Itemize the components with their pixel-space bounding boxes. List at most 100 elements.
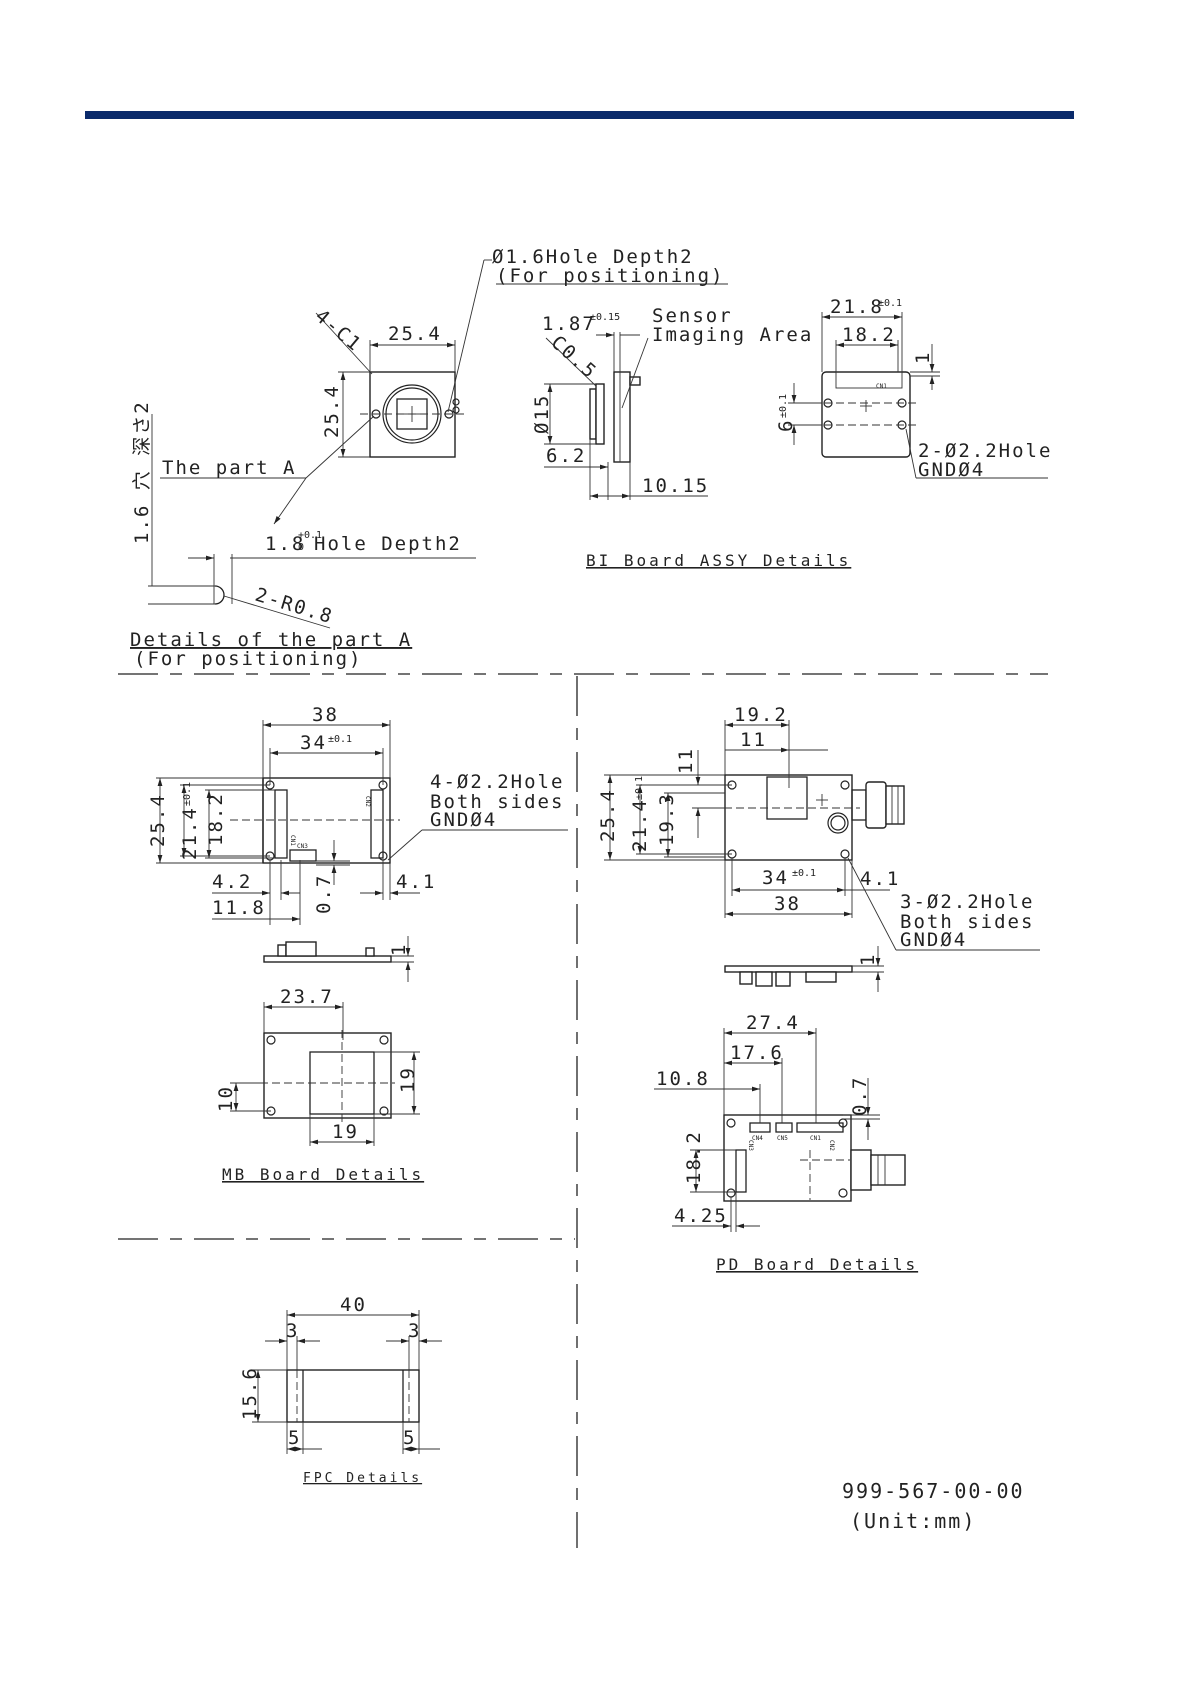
unit-note: (Unit:mm) [850, 1509, 976, 1533]
tol-1-8-up: +0.1 [298, 530, 322, 541]
pd-dim-17-6: 17.6 [730, 1042, 784, 1064]
part-number: 999-567-00-00 [842, 1479, 1025, 1503]
callout-part-a: The part A [162, 457, 296, 479]
callout-r0-8: 2-R0.8 [253, 584, 337, 629]
dim-1-87: 1.87 [542, 313, 596, 335]
pd-dim-11-h: 11 [675, 747, 697, 774]
mb-cn3-label: CN3 [297, 843, 308, 850]
fpc-dim-3-right: 3 [408, 1320, 421, 1342]
pd-dim-1: 1 [857, 953, 879, 966]
chamfer-4-c1: 4-C1 [311, 305, 366, 356]
mb-board-top: CN1 CN2 CN3 38 34 ±0.1 25.4 21.4 ±0.1 18… [147, 704, 568, 925]
pd-gnd-callout: GNDØ4 [900, 929, 967, 951]
pd-dim-27-4: 27.4 [746, 1012, 800, 1034]
dim-1-top: 1 [912, 351, 934, 364]
mb-dim-21-4: 21.4 [179, 806, 201, 860]
callout-for-positioning: (For positioning) [496, 265, 724, 287]
dim-25-4-height: 25.4 [321, 384, 343, 438]
bi-back-view: CN1 21.8 ±0.1 18.2 1 6 ±0.1 2-Ø2.2Hole G… [586, 296, 1050, 570]
dim-6: 6 [775, 419, 797, 432]
pd-dim-10-8: 10.8 [656, 1068, 710, 1090]
mb-dim-4-2: 4.2 [212, 871, 252, 893]
tol-21-8: ±0.1 [878, 298, 902, 309]
callout-c0-5: C0.5 [547, 331, 602, 383]
dim-6-2: 6.2 [546, 445, 586, 467]
mb-both-callout: Both sides [430, 791, 564, 813]
pd-dim-0-7: 0.7 [849, 1076, 871, 1116]
dim-25-4-width: 25.4 [388, 323, 442, 345]
pd-both-callout: Both sides [900, 911, 1034, 933]
mb-dim-38: 38 [312, 704, 339, 726]
pd-cn5-label: CN5 [777, 1135, 788, 1142]
fpc-view: 40 3 3 15.6 5 5 FPC Details [239, 1294, 442, 1486]
mb-dim-10: 10 [215, 1085, 237, 1112]
caption-pd-board: PD Board Details [716, 1255, 918, 1274]
pd-dim-4-25: 4.25 [674, 1205, 728, 1227]
mb-dim-25-4: 25.4 [147, 793, 169, 847]
mb-hole-callout: 4-Ø2.2Hole [430, 771, 564, 793]
pd-tol-34: ±0.1 [792, 868, 816, 879]
part-a-detail: 1.8 +0.1 0 Hole Depth2 2-R0.8 Details of… [130, 530, 476, 670]
pd-hole-callout: 3-Ø2.2Hole [900, 891, 1034, 913]
pd-dim-4-1: 4.1 [860, 868, 900, 890]
dim-21-8: 21.8 [830, 296, 884, 318]
callout-hole-1-8: Hole Depth2 [314, 533, 462, 555]
caption-details-part-a: Details of the part A [130, 629, 412, 651]
pd-dim-25-4: 25.4 [597, 788, 619, 842]
dim-diameter-15: Ø15 [531, 394, 553, 434]
pd-dim-11-w: 11 [740, 729, 767, 751]
pd-dim-34: 34 [762, 867, 789, 889]
mb-dim-4-1: 4.1 [396, 871, 436, 893]
fpc-dim-40: 40 [340, 1294, 367, 1316]
drawing-footer: 999-567-00-00 (Unit:mm) [842, 1479, 1025, 1533]
pd-cn4-label: CN4 [752, 1135, 763, 1142]
fpc-dim-3-left: 3 [286, 1320, 299, 1342]
vertical-note-text: 1.6 穴 深さ2 [131, 400, 153, 544]
pd-dim-18-2: 18.2 [683, 1130, 705, 1184]
tol-1-87: ±0.15 [590, 312, 620, 323]
callout-sensor: Sensor [652, 305, 733, 327]
pd-cn2-label: CN2 [828, 1140, 835, 1151]
tol-1-8-low: 0 [298, 542, 304, 553]
bi-cn1-label: CN1 [876, 383, 887, 390]
header-bar [85, 111, 1074, 119]
pd-dim-19-2: 19.2 [734, 704, 788, 726]
mb-dim-34: 34 [300, 732, 327, 754]
mb-dim-19-h: 19 [397, 1066, 419, 1093]
fpc-dim-5-right: 5 [403, 1427, 416, 1449]
mb-cn1-label: CN1 [289, 835, 296, 846]
mb-dim-19-w: 19 [332, 1121, 359, 1143]
mb-gnd-callout: GNDØ4 [430, 809, 497, 831]
dim-10-15: 10.15 [642, 475, 709, 497]
caption-for-positioning: (For positioning) [134, 648, 362, 670]
mb-dim-23-7: 23.7 [280, 986, 334, 1008]
caption-fpc: FPC Details [303, 1471, 422, 1486]
caption-mb-board: MB Board Details [222, 1165, 424, 1184]
pd-board-bottom: CN4 CN5 CN1 CN3 CN2 27.4 17.6 10.8 0.7 1… [654, 1012, 918, 1274]
pd-cn3-label: CN3 [747, 1140, 754, 1151]
mb-tol-21-4: ±0.1 [182, 782, 193, 806]
mb-tol-34: ±0.1 [328, 734, 352, 745]
pd-board-top: 19.2 11 11 25.4 21.4 ±0.1 19.3 34 ±0.1 4… [597, 704, 1040, 951]
dim-18-2: 18.2 [842, 324, 896, 346]
caption-bi-board: BI Board ASSY Details [586, 551, 851, 570]
tol-6: ±0.1 [778, 394, 789, 418]
pd-dim-19-3: 19.3 [656, 792, 678, 846]
mb-dim-0-7: 0.7 [313, 874, 335, 914]
dim-1-8: 1.8 [265, 533, 305, 555]
bi-side-view: Ø15 6.2 10.15 1.87 ±0.15 C0.5 Sensor Ima… [531, 305, 811, 500]
mb-cn2-label: CN2 [364, 796, 371, 807]
fpc-dim-15-6: 15.6 [239, 1366, 261, 1420]
pd-dim-38: 38 [774, 893, 801, 915]
section-dividers [118, 673, 1048, 1548]
pd-cn1-label: CN1 [810, 1135, 821, 1142]
vertical-note: 1.6 穴 深さ2 [131, 400, 153, 586]
pd-tol-21-4: ±0.1 [634, 776, 645, 800]
mb-board-side: 1 [263, 936, 414, 982]
mb-dim-18-2: 18.2 [205, 792, 227, 846]
pd-board-side: 1 [724, 946, 884, 992]
fpc-dim-5-left: 5 [288, 1427, 301, 1449]
callout-hole-1-6: Ø1.6Hole Depth2 [492, 246, 694, 268]
mb-board-bottom: 23.7 10 19 19 MB Board Details [215, 986, 424, 1184]
